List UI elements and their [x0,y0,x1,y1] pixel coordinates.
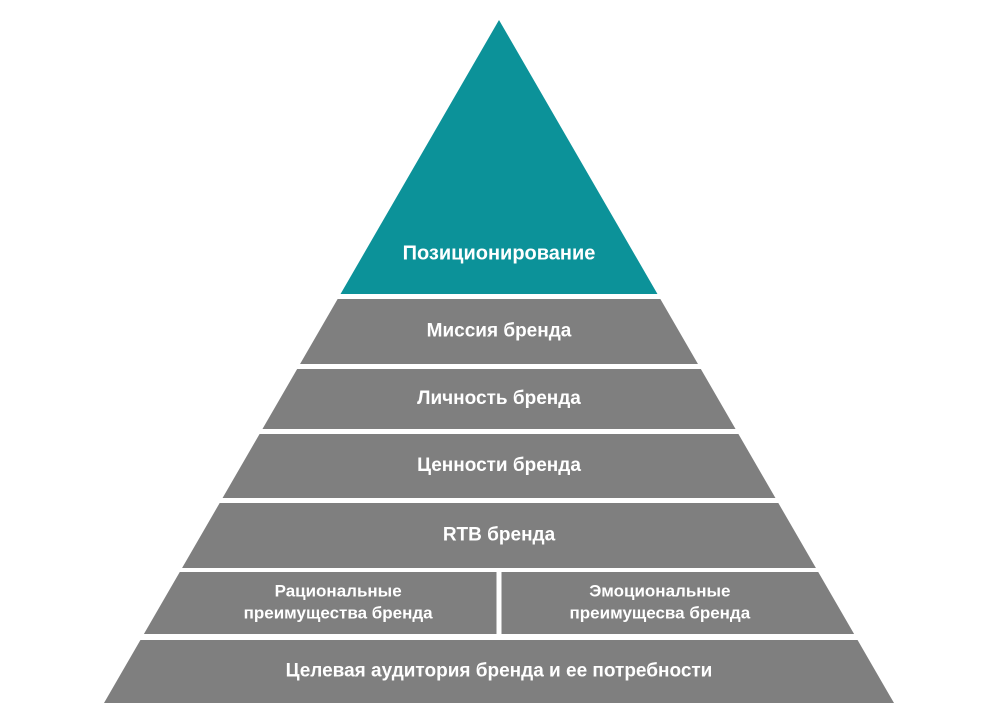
pyramid-tier-7[interactable]: Целевая аудитория бренда и ее потребност… [104,640,894,703]
pyramid-tier-6-right-shape[interactable] [501,572,855,634]
pyramid-tier-7-shape[interactable] [104,640,894,703]
pyramid-tier-6-left-shape[interactable] [143,572,497,634]
pyramid-tier-1-shape[interactable] [340,20,658,294]
pyramid-tier-6-left-label-line-1: Рациональные [275,581,402,600]
pyramid-tier-5[interactable]: RTB бренда [182,503,816,568]
pyramid-tier-3-label: Личность бренда [417,388,581,409]
pyramid-tier-7-label: Целевая аудитория бренда и ее потребност… [286,661,713,682]
pyramid-tier-2-shape[interactable] [300,299,698,364]
pyramid-tier-4-label: Ценности бренда [417,455,581,476]
pyramid-tier-4-shape[interactable] [222,434,776,498]
pyramid-tier-2-label: Миссия бренда [427,321,572,342]
pyramid-tier-4[interactable]: Ценности бренда [222,434,776,498]
pyramid-tier-6[interactable]: Рациональные преимущества бренда Эмоционал… [143,572,855,634]
pyramid-tier-5-label: RTB бренда [443,525,556,546]
pyramid-tier-6-right-label-line-2: преимущесва бренда [570,603,751,622]
pyramid-tier-1[interactable]: Позиционирование [340,20,658,294]
pyramid-tier-5-shape[interactable] [182,503,816,568]
pyramid-tier-6-right-label-line-1: Эмоциональные [589,581,730,600]
pyramid-tier-6-left-label-line-2: преимущества бренда [244,603,434,622]
pyramid-tier-2[interactable]: Миссия бренда [300,299,698,364]
pyramid-tier-3[interactable]: Личность бренда [262,369,736,429]
pyramid-tier-1-label: Позиционирование [403,242,596,264]
pyramid-tier-3-shape[interactable] [262,369,736,429]
